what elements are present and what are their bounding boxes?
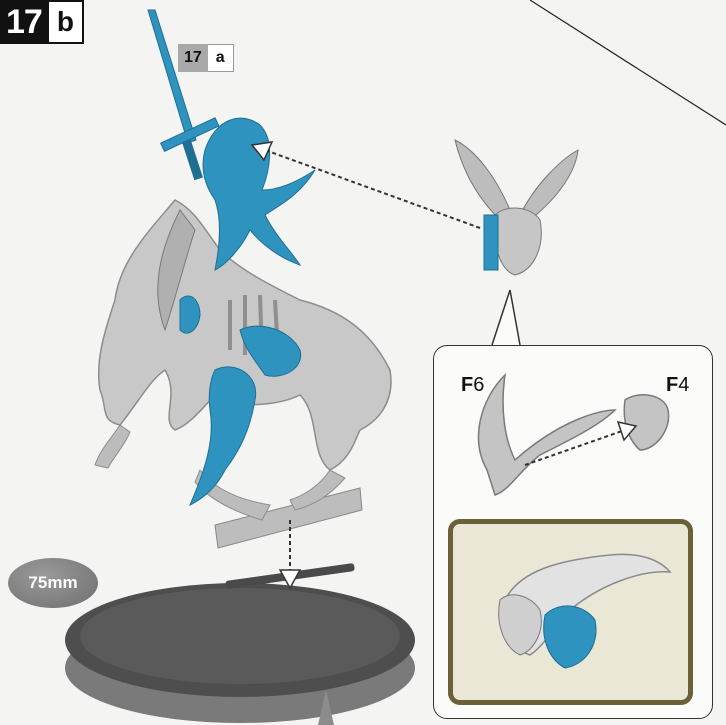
next-step-fragment (0, 0, 726, 725)
